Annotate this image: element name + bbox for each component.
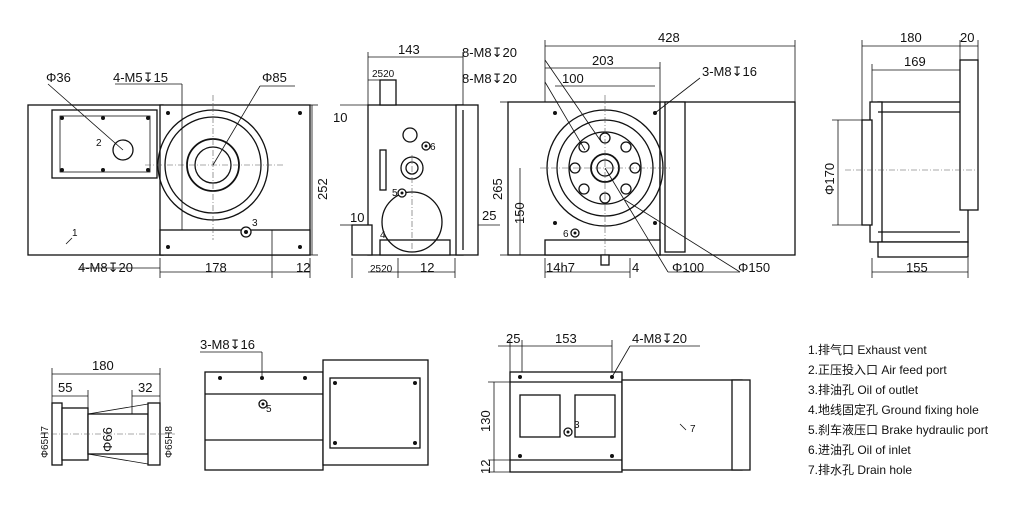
- dim-4-m8-20-bottom: 4-M8↧20: [632, 331, 687, 346]
- legend: 1.排气口 Exhaust vent 2.正压投入口 Air feed port…: [808, 340, 1020, 480]
- label-7-bottom: 7: [690, 424, 696, 435]
- dim-2520-top: 2520: [372, 69, 395, 80]
- dim-8-m8-20-a: 8-M8↧20: [462, 45, 517, 60]
- shaft-view: 180 55 32 Φ65H7 Φ66 Φ65H8: [40, 358, 175, 466]
- dim-25-side: 25: [482, 208, 496, 223]
- dim-180-shaft: 180: [92, 358, 114, 373]
- dim-10-upper: 10: [333, 110, 347, 125]
- bottom-mid-housing: [621, 379, 743, 471]
- legend-item-brake-hydraulic-port: 5.刹车液压口 Brake hydraulic port: [808, 423, 989, 437]
- dim-4-m8-20-top: 4-M8↧20: [78, 260, 133, 275]
- dim-8-m8-20-b: 8-M8↧20: [462, 71, 517, 86]
- label-6-front: 6: [563, 229, 569, 240]
- dim-180-right: 180: [900, 30, 922, 45]
- front-view: 6 428 203 100 8-M8↧20 8-M8↧20 3-M8↧16 26…: [462, 30, 796, 278]
- dim-phi66: Φ66: [100, 427, 115, 452]
- dim-203: 203: [592, 53, 614, 68]
- right-view: 180 20 169 Φ170 155: [822, 30, 979, 278]
- front-view-plate: [507, 101, 661, 256]
- dim-phi85: Φ85: [262, 70, 287, 85]
- air-feed-port-circle: [112, 139, 134, 161]
- legend-item-air-feed-port: 2.正压投入口 Air feed port: [808, 363, 947, 377]
- dim-3-m8-16-bottom: 3-M8↧16: [200, 337, 255, 352]
- dim-phi36: Φ36: [46, 70, 71, 85]
- legend-item-ground-fixing-hole: 4.地线固定孔 Ground fixing hole: [808, 403, 979, 417]
- top-view-cover-plate: [51, 109, 158, 179]
- dim-phi100: Φ100: [672, 260, 704, 275]
- dim-phi170: Φ170: [822, 163, 837, 195]
- label-5-bottom: 5: [266, 404, 272, 415]
- side-view: 6 5 4 143 2520 10 10 25 2520 12: [333, 42, 500, 278]
- label-2-top: 2: [96, 138, 102, 149]
- dim-153: 153: [555, 331, 577, 346]
- label-3-top: 3: [252, 218, 258, 229]
- bottom-left-view: 5 3-M8↧16: [200, 337, 429, 471]
- dim-3-m8-16-front: 3-M8↧16: [702, 64, 757, 79]
- label-4-side: 4: [380, 230, 386, 241]
- dim-25-bottom: 25: [506, 331, 520, 346]
- dim-155: 155: [906, 260, 928, 275]
- dim-55: 55: [58, 380, 72, 395]
- dim-12-side: 12: [420, 260, 434, 275]
- dim-4-m5-15: 4-M5↧15: [113, 70, 168, 85]
- dim-130: 130: [478, 410, 493, 432]
- bottom-left-body: [204, 371, 324, 471]
- label-3-bottom: 3: [574, 420, 580, 431]
- top-view: 2 1 3 Φ36 4-M5↧15 Φ85 4-M8↧20 178 12 252: [27, 70, 330, 278]
- dim-4: 4: [632, 260, 639, 275]
- dim-14h7: 14h7: [546, 260, 575, 275]
- right-view-body: [877, 101, 969, 243]
- dim-265: 265: [490, 178, 505, 200]
- label-1-top: 1: [72, 228, 78, 239]
- dim-phi65h7: Φ65H7: [40, 426, 51, 458]
- dim-32: 32: [138, 380, 152, 395]
- dim-150: 150: [512, 202, 527, 224]
- dim-phi150: Φ150: [738, 260, 770, 275]
- dim-10-lower: 10: [350, 210, 364, 225]
- legend-item-oil-inlet: 6.进油孔 Oil of inlet: [808, 443, 911, 457]
- dim-12-top: 12: [296, 260, 310, 275]
- dim-12-bottom: 12: [478, 460, 493, 474]
- dim-178: 178: [205, 260, 227, 275]
- dim-169: 169: [904, 54, 926, 69]
- dim-phi65h8: Φ65H8: [164, 426, 175, 458]
- dim-143: 143: [398, 42, 420, 57]
- dim-2520-bottom: 2520: [370, 264, 393, 275]
- dim-100: 100: [562, 71, 584, 86]
- label-5-side: 5: [392, 188, 398, 199]
- dim-428: 428: [658, 30, 680, 45]
- legend-item-exhaust-vent: 1.排气口 Exhaust vent: [808, 343, 927, 357]
- bottom-mid-view: 3 7 25 153 4-M8↧20 130 12: [478, 331, 751, 474]
- dim-252: 252: [315, 178, 330, 200]
- legend-item-oil-outlet: 3.排油孔 Oil of outlet: [808, 383, 919, 397]
- label-6-side: 6: [430, 142, 436, 153]
- dim-20-right: 20: [960, 30, 974, 45]
- legend-item-drain-hole: 7.排水孔 Drain hole: [808, 463, 913, 477]
